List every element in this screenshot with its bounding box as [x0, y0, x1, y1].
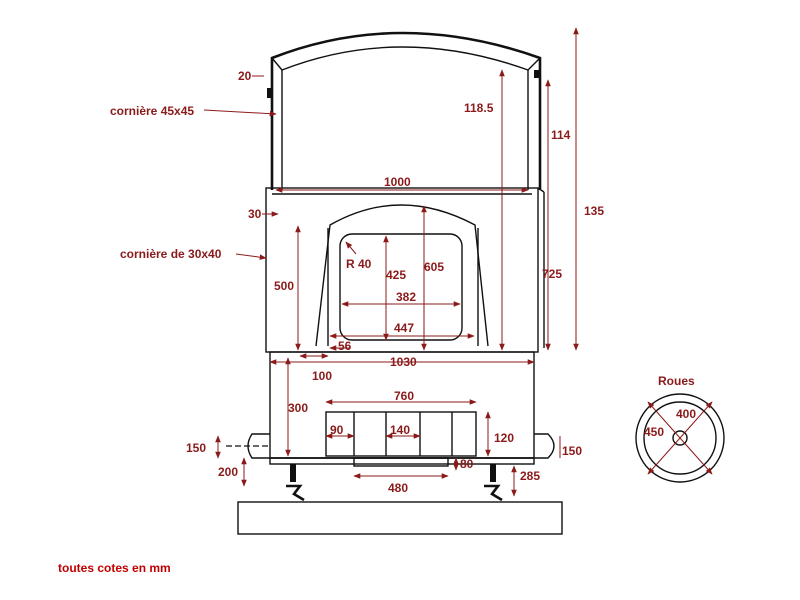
dim-135: 135 — [584, 204, 604, 218]
dim-80: 80 — [460, 457, 474, 471]
label-wheels: Roues — [658, 374, 695, 388]
dim-90: 90 — [330, 423, 344, 437]
dim-605: 605 — [424, 260, 444, 274]
dim-480: 480 — [388, 481, 408, 495]
dim-r40: R 40 — [346, 257, 372, 271]
dim-285: 285 — [520, 469, 540, 483]
wheel-diagram — [635, 393, 725, 483]
dim-447: 447 — [394, 321, 414, 335]
dim-118-5: 118.5 — [464, 101, 494, 115]
upper-arch-frame — [267, 31, 542, 190]
dim-200: 200 — [218, 465, 238, 479]
dim-140: 140 — [390, 423, 410, 437]
dim-30: 30 — [248, 207, 262, 221]
dim-400: 400 — [676, 407, 696, 421]
dim-760: 760 — [394, 389, 414, 403]
dim-382: 382 — [396, 290, 416, 304]
dim-20: 20 — [238, 69, 252, 83]
dim-1030: 1030 — [390, 355, 417, 369]
label-corner-45: cornière 45x45 — [110, 104, 194, 118]
label-units-note: toutes cotes en mm — [58, 561, 171, 575]
dim-500: 500 — [274, 279, 294, 293]
dim-150-right: 150 — [562, 444, 582, 458]
dim-56: 56 — [338, 339, 352, 353]
dim-300: 300 — [288, 401, 308, 415]
dim-100: 100 — [312, 369, 332, 383]
dim-725: 725 — [542, 267, 562, 281]
dim-450: 450 — [644, 425, 664, 439]
dimension-lines — [203, 27, 579, 497]
dim-150-left: 150 — [186, 441, 206, 455]
dim-425: 425 — [386, 268, 406, 282]
dim-120: 120 — [494, 431, 514, 445]
dim-114: 114 — [551, 128, 571, 142]
dim-1000: 1000 — [384, 175, 411, 189]
label-corner-30: cornière de 30x40 — [120, 247, 222, 261]
